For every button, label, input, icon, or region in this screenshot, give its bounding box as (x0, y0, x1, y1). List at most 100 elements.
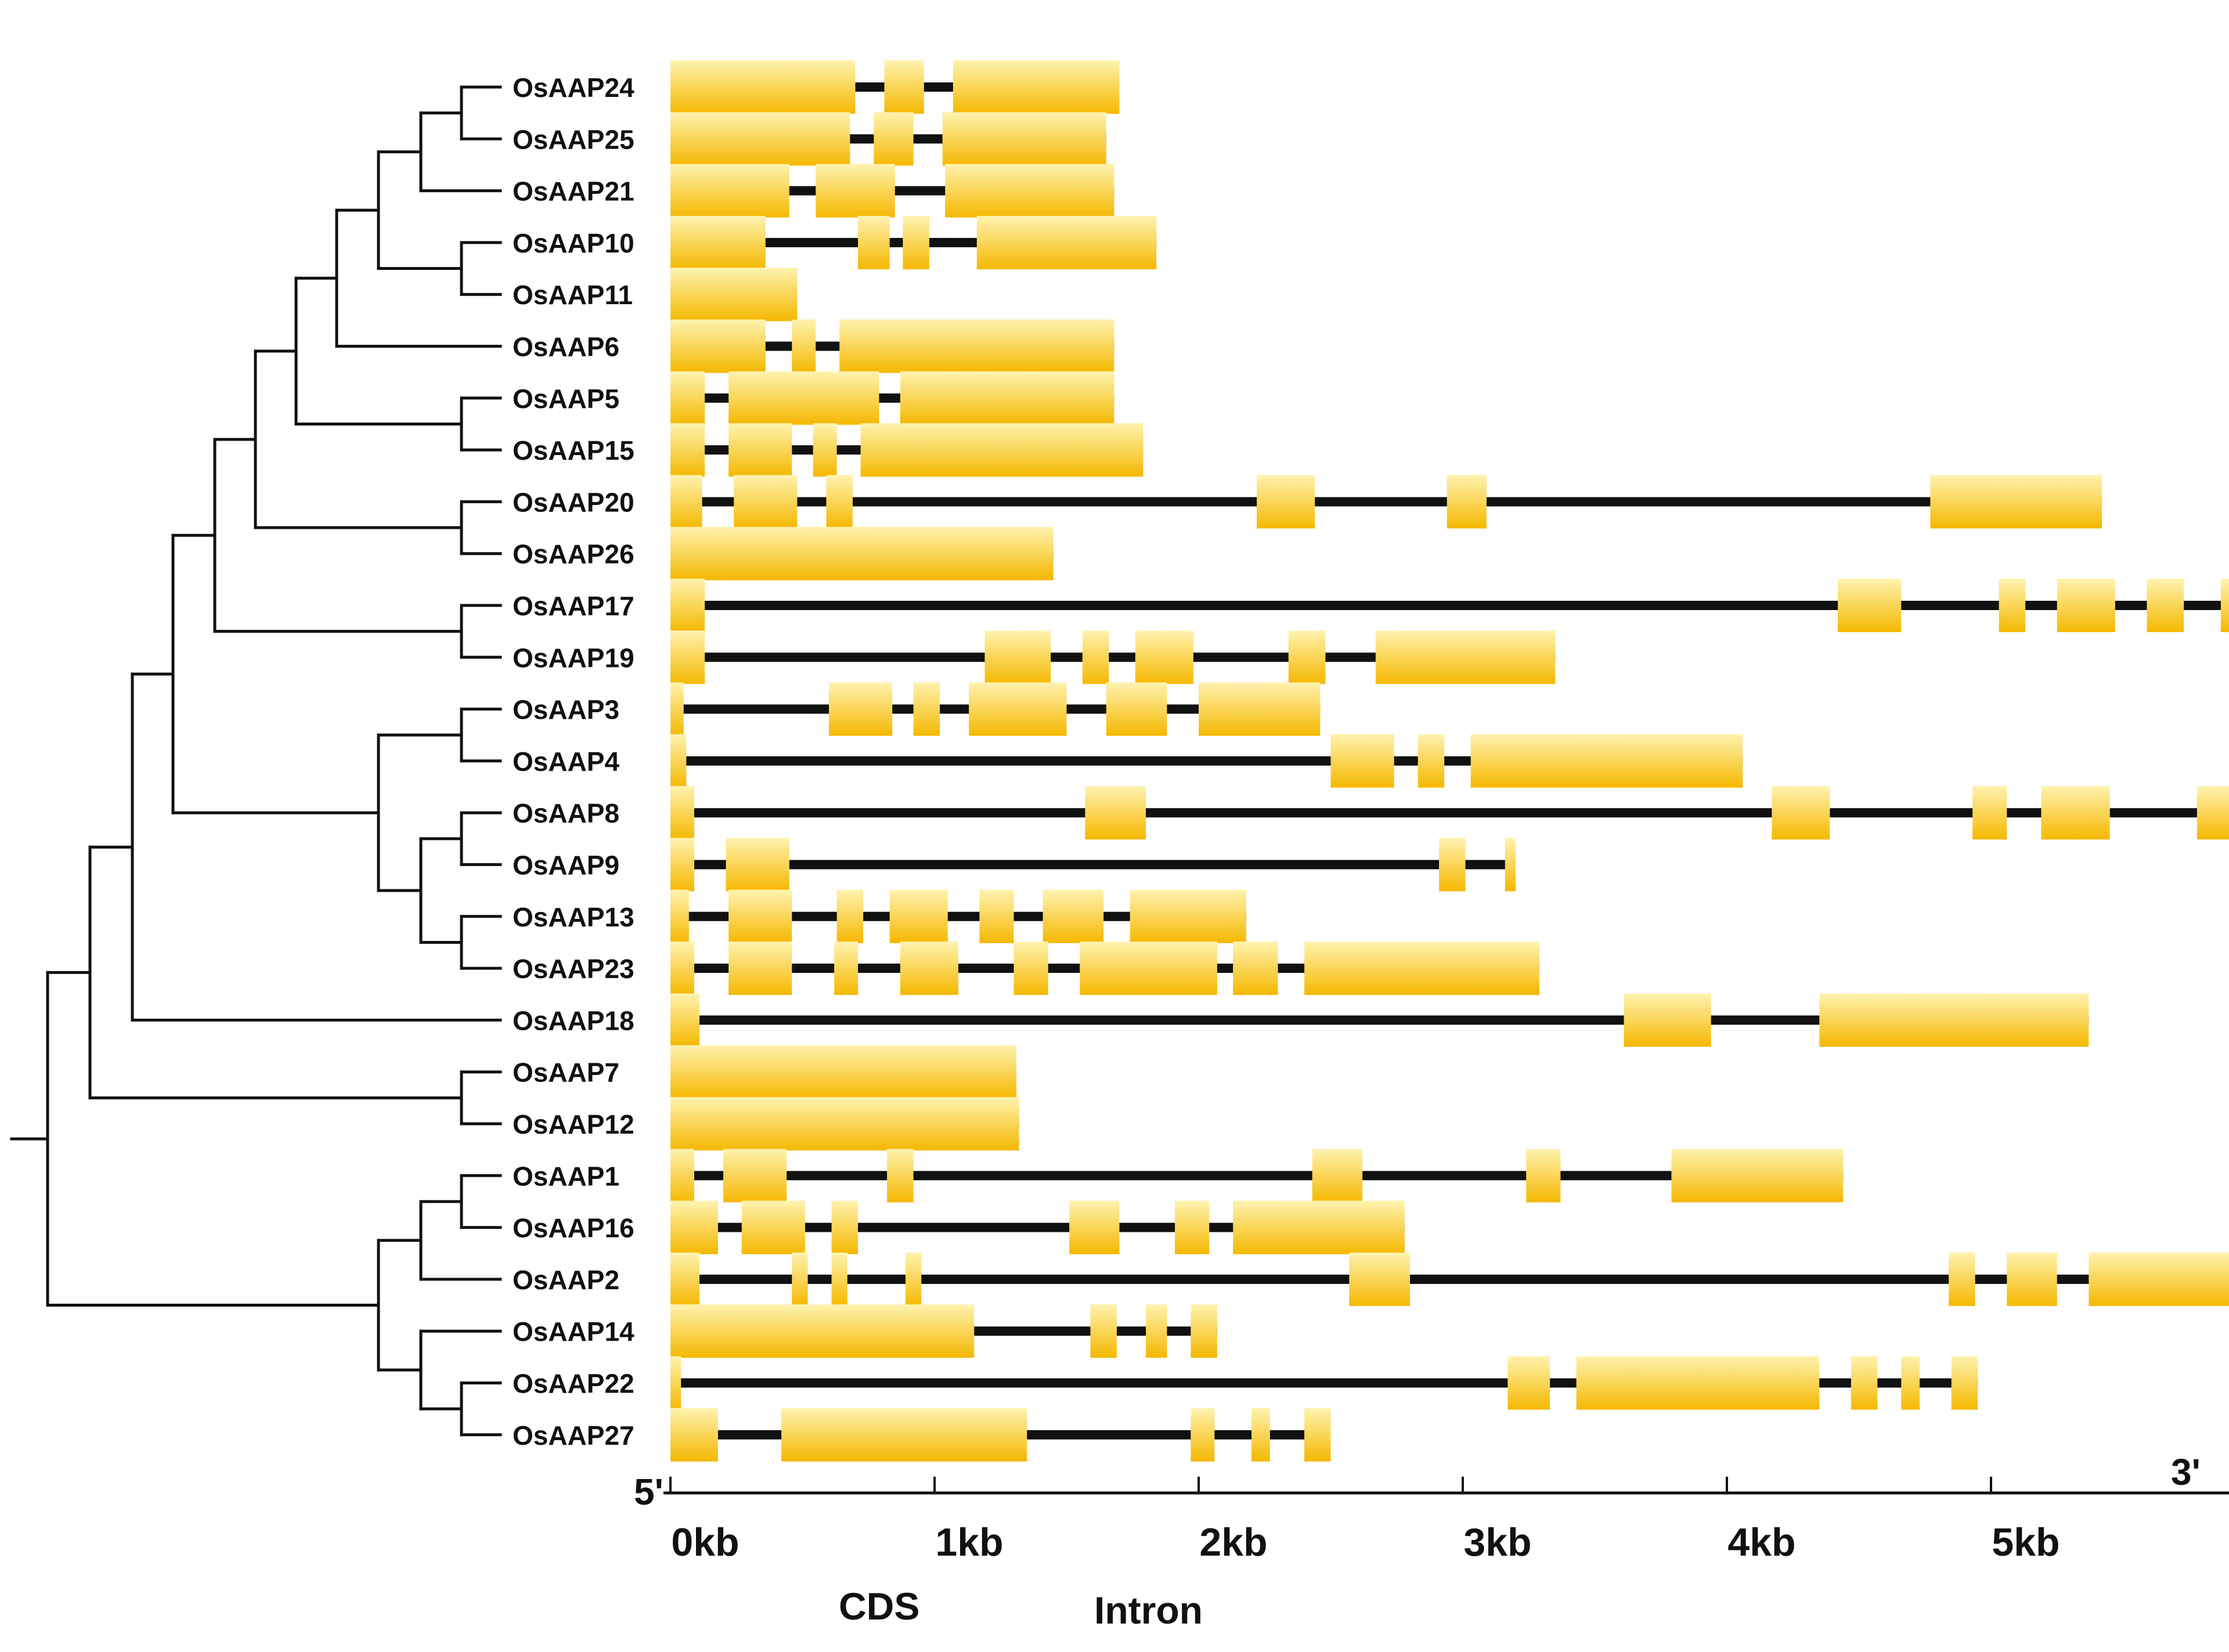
exon-block (1312, 1149, 1363, 1203)
exon-block (2220, 579, 2229, 632)
gene-label: OsAAP2 (513, 1265, 619, 1295)
gene-label: OsAAP20 (513, 487, 634, 517)
exon-block (670, 319, 766, 373)
exon-block (903, 215, 929, 269)
exon-block (1135, 630, 1193, 684)
exon-block (1130, 889, 1246, 943)
gene-structure (670, 1045, 1017, 1099)
exon-block (670, 942, 694, 995)
gene-structure (670, 1149, 1844, 1203)
exon-block (670, 60, 856, 114)
exon-block (670, 993, 700, 1047)
exon-block (913, 682, 940, 736)
exon-block (670, 1408, 718, 1462)
exon-block (984, 630, 1051, 684)
gene-label: OsAAP6 (513, 332, 619, 362)
gene-label: OsAAP26 (513, 539, 634, 569)
axis-tick-label: 5kb (1992, 1520, 2060, 1564)
axis-tick-label: 3kb (1463, 1520, 1531, 1564)
exon-block (726, 838, 789, 892)
gene-label: OsAAP8 (513, 798, 619, 828)
axis-start-label: 5' (634, 1471, 663, 1513)
intron-line (670, 1015, 2089, 1025)
exon-block (1251, 1408, 1270, 1462)
exon-block (1901, 1356, 1920, 1410)
exon-block (884, 60, 924, 114)
exon-block (1082, 630, 1109, 684)
gene-structure (670, 579, 2229, 632)
exon-block (670, 682, 684, 736)
legend: CDS Intron (839, 1585, 1203, 1632)
gene-structure (670, 1097, 1019, 1150)
exon-block (670, 734, 687, 788)
gene-label: OsAAP22 (513, 1369, 634, 1399)
gene-structure (670, 112, 1106, 166)
exon-block (1972, 786, 2007, 840)
exon-block (1233, 1200, 1405, 1254)
gene-label: OsAAP16 (513, 1213, 634, 1243)
gene-structure (670, 1356, 1978, 1410)
exon-block (813, 423, 837, 477)
exon-block (831, 1200, 859, 1254)
exon-block (1999, 579, 2026, 632)
intron-line (670, 497, 2102, 507)
gene-label: OsAAP17 (513, 591, 634, 621)
exon-block (1199, 682, 1321, 736)
exon-block (1949, 1252, 1975, 1306)
exon-block (945, 164, 1114, 218)
exon-block (670, 112, 850, 166)
axis-end-label: 3' (2171, 1451, 2201, 1493)
gene-structure (670, 319, 1114, 373)
exon-block (728, 942, 792, 995)
gene-label: OsAAP23 (513, 954, 634, 984)
exon-block (969, 682, 1067, 736)
exon-block (1819, 993, 2089, 1047)
exon-block (670, 1149, 694, 1203)
exon-block (792, 1252, 808, 1306)
exon-block (1526, 1149, 1561, 1203)
gene-label: OsAAP10 (513, 228, 634, 258)
axis-tick-label: 0kb (671, 1520, 739, 1564)
exon-block (1439, 838, 1466, 892)
gene-label: OsAAP3 (513, 695, 619, 725)
exon-block (1375, 630, 1556, 684)
exon-block (1930, 475, 2102, 529)
exon-block (1191, 1408, 1215, 1462)
exon-block (1624, 993, 1711, 1047)
exon-block (1288, 630, 1326, 684)
exon-block (670, 423, 705, 477)
gene-structure (670, 1200, 1405, 1254)
exon-block (2041, 786, 2110, 840)
gene-structure (670, 942, 1539, 995)
gene-label: OsAAP4 (513, 746, 619, 777)
gene-structure (670, 889, 1246, 943)
exon-block (874, 112, 914, 166)
exon-block (728, 423, 792, 477)
exon-block (728, 371, 879, 425)
intron-line (670, 860, 1516, 870)
exon-block (860, 423, 1144, 477)
exon-block (1330, 734, 1394, 788)
exon-block (1257, 475, 1315, 529)
exon-block (1470, 734, 1743, 788)
gene-structure (670, 60, 1120, 114)
exon-block (953, 60, 1120, 114)
gene-label: OsAAP21 (513, 176, 634, 207)
exon-block (670, 526, 1054, 580)
gene-structure (670, 1304, 1217, 1358)
gene-label: OsAAP9 (513, 850, 619, 881)
exon-block (1043, 889, 1104, 943)
exon-block (836, 889, 864, 943)
exon-block (1951, 1356, 1978, 1410)
exon-block (781, 1408, 1027, 1462)
exon-block (670, 475, 702, 529)
gene-label: OsAAP12 (513, 1109, 634, 1139)
exon-block (1418, 734, 1445, 788)
gene-label: OsAAP24 (513, 73, 634, 103)
exon-block (2147, 579, 2184, 632)
exon-block (2089, 1252, 2229, 1306)
exon-block (942, 112, 1106, 166)
exon-block (976, 215, 1157, 269)
exon-block (670, 630, 705, 684)
